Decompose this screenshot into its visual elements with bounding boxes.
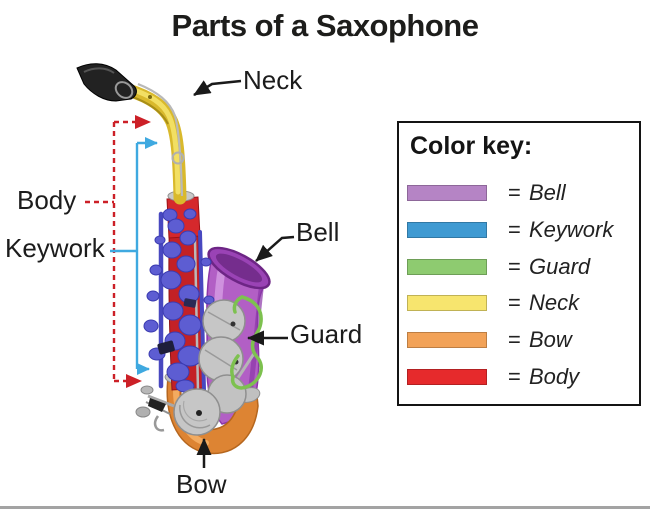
legend-equals: =	[507, 289, 521, 315]
keywork-bracket	[110, 137, 158, 375]
legend-equals: =	[507, 179, 521, 205]
legend-swatch-keywork	[407, 221, 487, 238]
neck-arrow	[193, 79, 242, 97]
legend-swatch-body	[407, 368, 487, 385]
legend-row-bow: = Bow	[407, 327, 572, 352]
label-guard: Guard	[290, 319, 363, 349]
label-keywork: Keywork	[5, 233, 105, 263]
legend-row-body: = Body	[407, 364, 579, 389]
legend-label-body: Body	[529, 363, 580, 389]
color-key-heading: Color key:	[410, 132, 533, 160]
sax-keywork	[143, 208, 215, 393]
label-bow: Bow	[176, 469, 227, 499]
label-body: Body	[17, 185, 77, 215]
legend-equals: =	[507, 363, 521, 389]
legend-equals: =	[507, 326, 521, 352]
legend-label-neck: Neck	[529, 289, 580, 315]
color-key-panel: Color key: = Bell = Keywork = Guard = Ne…	[397, 121, 641, 406]
bell-arrow	[255, 235, 295, 262]
legend-swatch-guard	[407, 258, 487, 275]
annotation-arrows	[85, 79, 295, 468]
legend-swatch-neck	[407, 294, 487, 311]
sax-mouthpiece	[76, 63, 137, 102]
bottom-divider	[0, 506, 650, 509]
legend-swatch-bell	[407, 184, 487, 201]
label-bell: Bell	[296, 217, 340, 247]
sax-guard	[230, 295, 263, 390]
legend-label-bell: Bell	[529, 179, 566, 205]
legend-label-keywork: Keywork	[529, 216, 614, 242]
sax-neck	[121, 82, 187, 205]
legend-label-guard: Guard	[529, 253, 591, 279]
legend-swatch-bow	[407, 331, 487, 348]
legend-equals: =	[507, 216, 521, 242]
label-neck: Neck	[243, 65, 303, 95]
legend-row-keywork: = Keywork	[407, 217, 613, 242]
legend-row-bell: = Bell	[407, 180, 566, 205]
legend-row-guard: = Guard	[407, 254, 590, 279]
legend-row-neck: = Neck	[407, 290, 579, 315]
page-title: Parts of a Saxophone	[171, 8, 479, 43]
legend-label-bow: Bow	[529, 326, 572, 352]
legend-equals: =	[507, 253, 521, 279]
